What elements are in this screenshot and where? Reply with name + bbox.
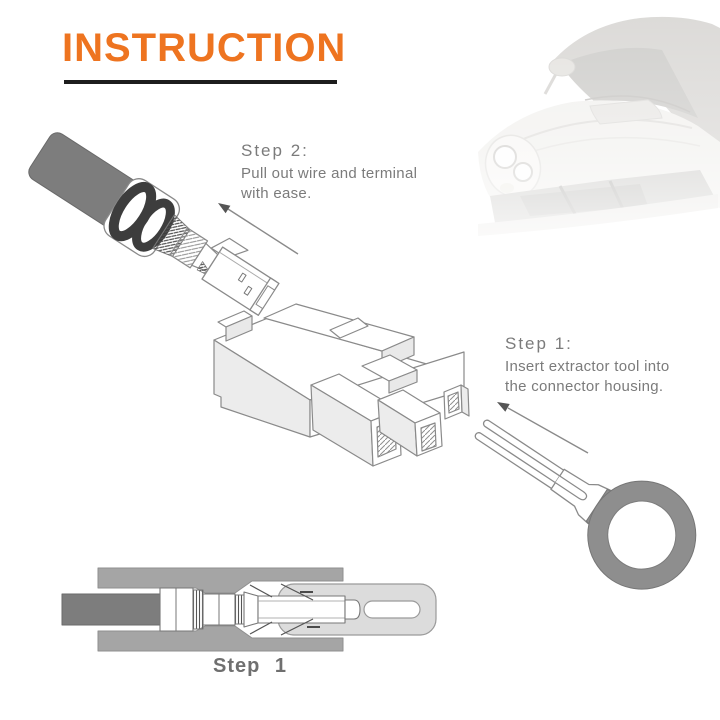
housing-cavity-2 bbox=[377, 389, 443, 457]
bottom-step-caption: Step 1 bbox=[212, 655, 288, 677]
step1-arrow-icon bbox=[497, 402, 589, 454]
cross-section-illustration bbox=[61, 567, 437, 652]
step1-line2: the connector housing. bbox=[505, 378, 664, 395]
step2-text-block: Step 2: Pull out wire and terminal with … bbox=[241, 141, 417, 204]
connector-housing-illustration bbox=[213, 303, 470, 467]
housing-cavity-1 bbox=[310, 373, 402, 467]
wire-terminal-illustration bbox=[28, 132, 280, 316]
housing-cavity-3 bbox=[443, 384, 470, 420]
terminal-pin bbox=[344, 599, 361, 620]
step2-arrow-icon bbox=[218, 203, 299, 255]
step2-label: Step 2: bbox=[241, 141, 309, 160]
title-underline bbox=[64, 80, 337, 84]
extractor-tool-illustration bbox=[474, 419, 697, 590]
step2-line1: Pull out wire and terminal bbox=[241, 165, 418, 182]
step1-text-block: Step 1: Insert extractor tool into the c… bbox=[505, 334, 670, 397]
housing-wall-top bbox=[97, 567, 344, 594]
tool-slot bbox=[363, 600, 421, 619]
page-title: INSTRUCTION bbox=[62, 26, 347, 70]
step2-line2: with ease. bbox=[241, 185, 312, 202]
wire-section bbox=[61, 593, 163, 626]
step1-line1: Insert extractor tool into bbox=[505, 358, 670, 375]
car-fade-overlay bbox=[472, 0, 720, 262]
terminal-section bbox=[257, 595, 346, 624]
housing-wall-bottom bbox=[97, 625, 344, 652]
step1-label: Step 1: bbox=[505, 334, 573, 353]
